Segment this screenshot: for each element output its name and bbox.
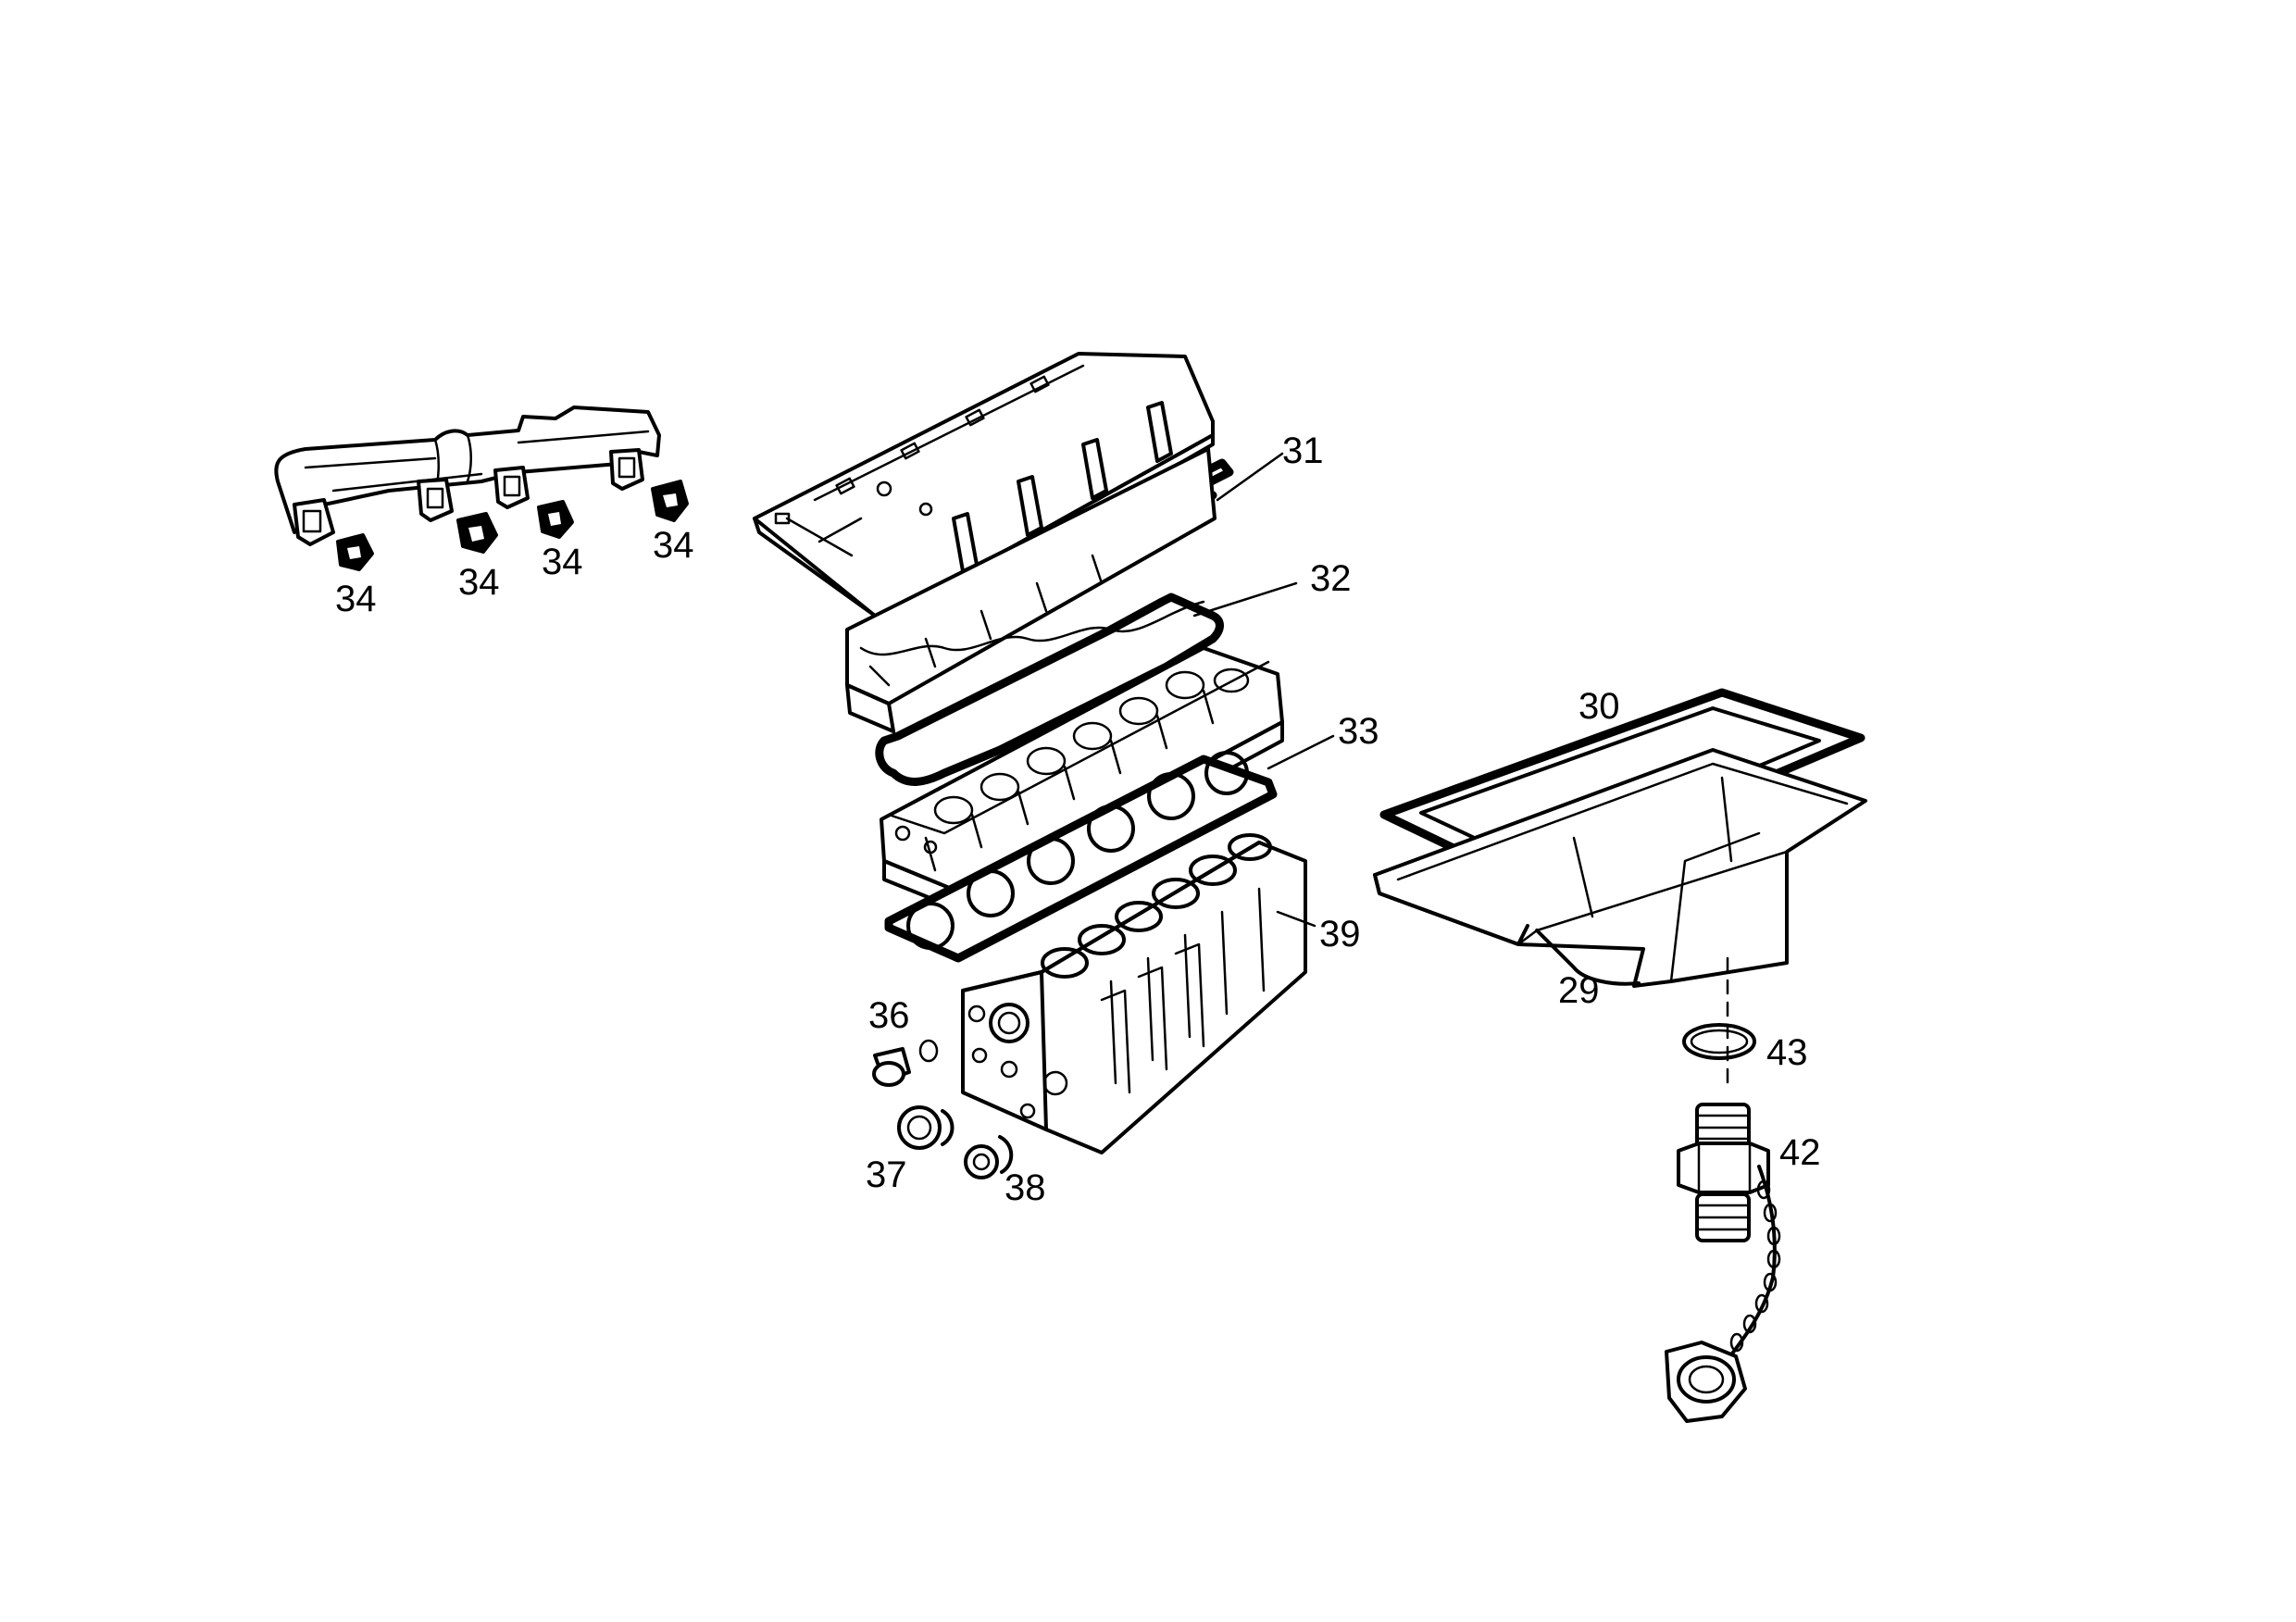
callout-30: 30: [1578, 686, 1620, 727]
manifold-gasket-1: [336, 533, 374, 571]
callout-39: 39: [1319, 914, 1361, 954]
camshaft-housing: [845, 447, 1217, 733]
o-ring: [1682, 1023, 1756, 1060]
callout-34-a: 34: [335, 579, 377, 619]
callout-43: 43: [1766, 1032, 1808, 1073]
callout-38: 38: [1004, 1167, 1046, 1208]
oil-pan: [1373, 748, 1867, 988]
callout-29: 29: [1558, 970, 1600, 1011]
callout-34-d: 34: [653, 525, 694, 566]
callout-33: 33: [1338, 711, 1379, 752]
plug-36: [872, 1039, 939, 1087]
callouts: 29 30 31 32 33 34 34 34 34 36 37 38 39 4…: [335, 430, 1821, 1208]
cylinder-head-gasket: [884, 751, 1278, 963]
callout-42: 42: [1779, 1132, 1821, 1173]
manifold-port-3: [493, 466, 530, 509]
plug-37: [897, 1105, 955, 1150]
leader-lines: [817, 452, 1335, 928]
callout-34-b: 34: [458, 562, 500, 603]
camshaft-housing-gasket: [875, 593, 1224, 786]
manifold-port-1: [293, 498, 335, 546]
plug-38: [964, 1135, 1014, 1179]
callout-37: 37: [866, 1154, 907, 1195]
manifold-port-4: [609, 448, 644, 491]
manifold-gasket-3: [537, 500, 574, 539]
callout-34-c: 34: [542, 542, 583, 582]
exhaust-manifold: [274, 406, 661, 546]
manifold-gasket-2: [456, 512, 498, 554]
callout-36: 36: [868, 995, 910, 1036]
callout-31: 31: [1282, 430, 1324, 471]
drain-fitting: [1665, 1103, 1781, 1423]
manifold-port-2: [417, 478, 454, 522]
callout-32: 32: [1310, 558, 1352, 599]
engine-block: [961, 833, 1307, 1154]
manifold-gasket-4: [651, 480, 689, 522]
